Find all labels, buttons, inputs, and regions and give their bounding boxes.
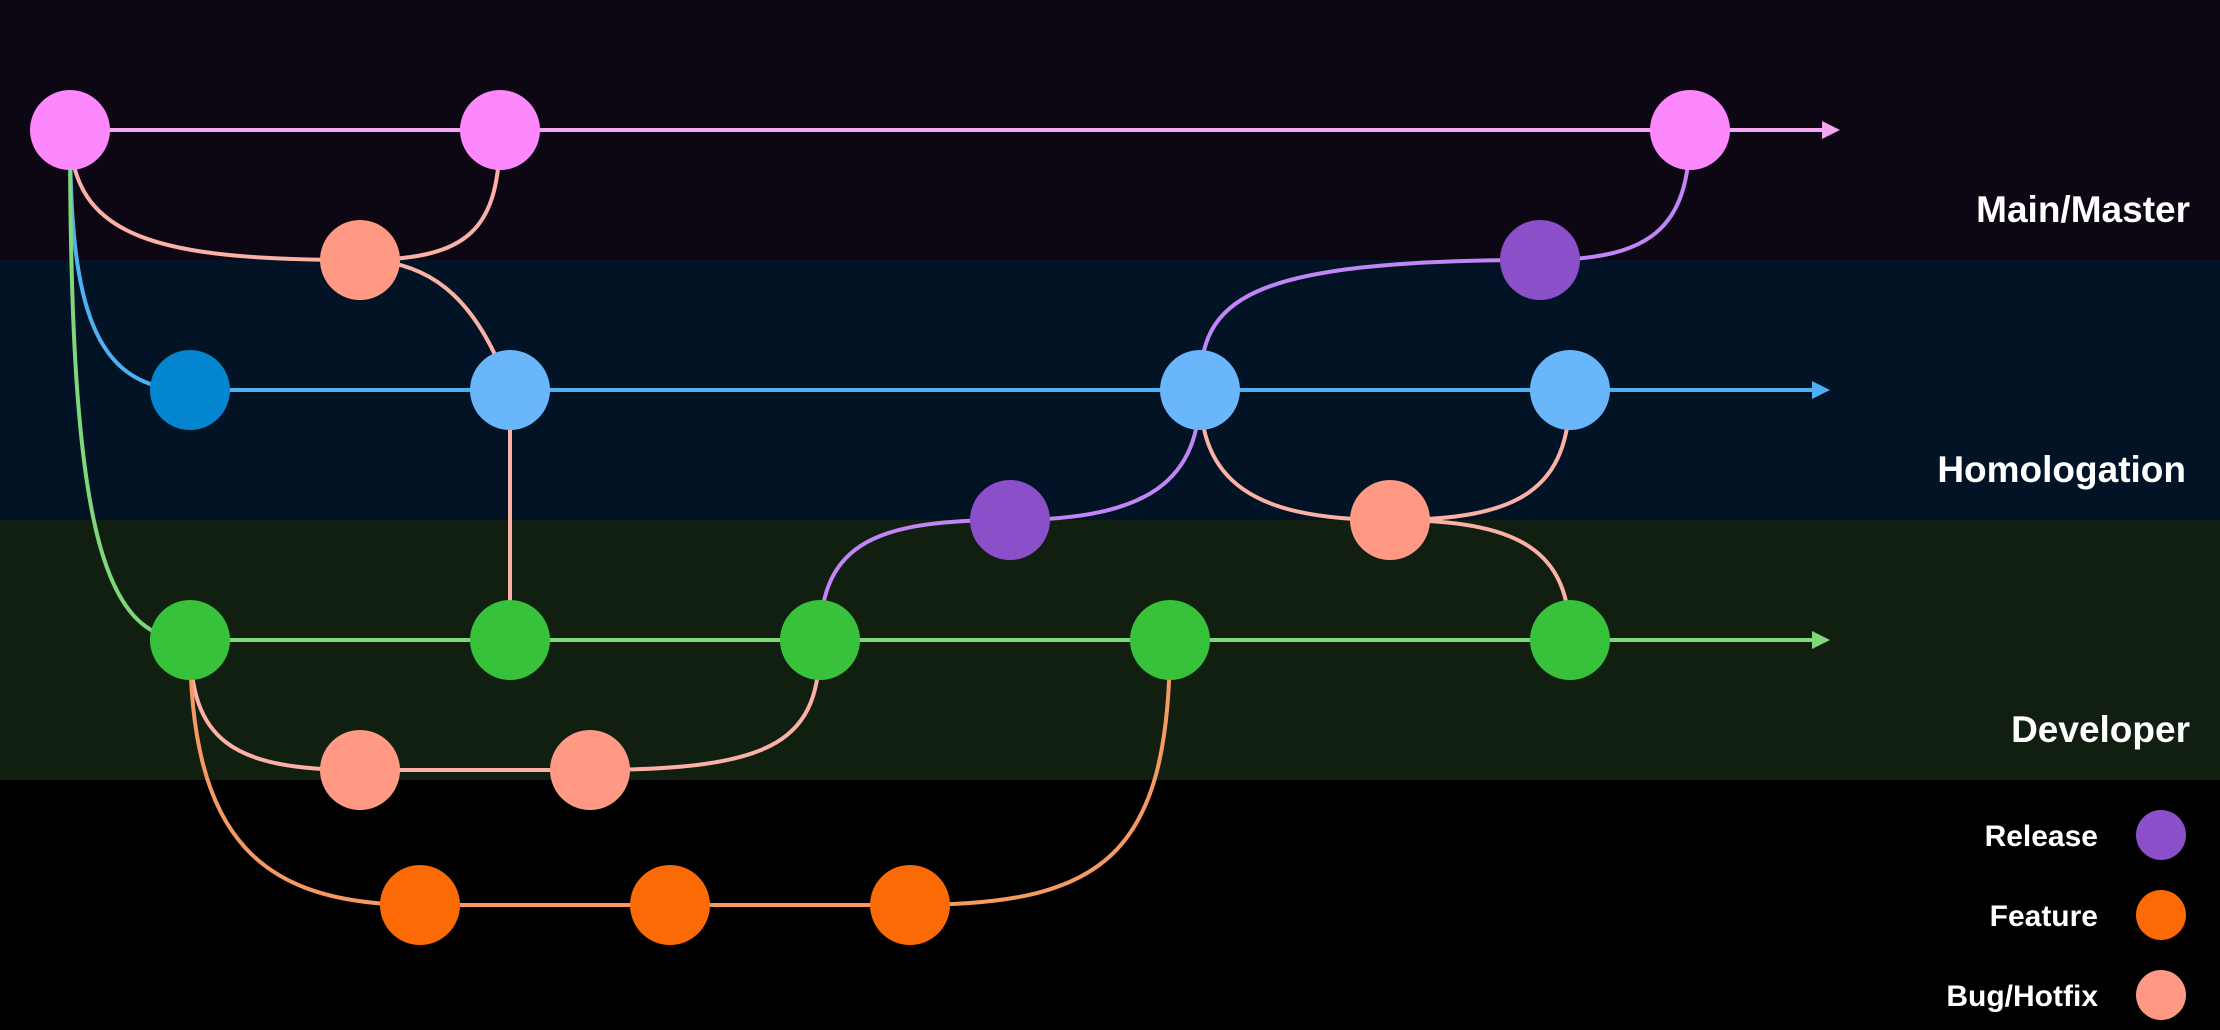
bugfix-commit-node: [550, 730, 630, 810]
developer-commit-node: [780, 600, 860, 680]
commit-nodes: [30, 90, 1730, 945]
hotfix-branch-curve: [68, 128, 362, 262]
legend-release-swatch: [2136, 810, 2186, 860]
developer-commit-node: [1530, 600, 1610, 680]
main-branch-arrowhead: [1822, 121, 1840, 139]
feature-commit-node: [870, 865, 950, 945]
legend-feature-label: Feature: [1990, 900, 2098, 933]
legend-bugfix-swatch: [2136, 970, 2186, 1020]
legend: Release Feature Bug/Hotfix: [1946, 810, 2186, 1020]
homologation-start-node: [150, 350, 230, 430]
main-commit-node: [460, 90, 540, 170]
legend-feature-swatch: [2136, 890, 2186, 940]
main-commit-node: [1650, 90, 1730, 170]
developer-commit-node: [470, 600, 550, 680]
homologation-commit-node: [470, 350, 550, 430]
homologation-lane-label: Homologation: [1937, 449, 2186, 490]
bugfix-commit-node: [1350, 480, 1430, 560]
legend-bugfix-label: Bug/Hotfix: [1946, 980, 2098, 1013]
bugfix-commit-node: [320, 220, 400, 300]
main-lane-label: Main/Master: [1976, 189, 2190, 230]
release-commit-node: [970, 480, 1050, 560]
release-to-main-curve: [1198, 128, 1692, 392]
developer-branch-arrowhead: [1812, 631, 1830, 649]
homologation-commit-node: [1160, 350, 1240, 430]
release-commit-node: [1500, 220, 1580, 300]
developer-commit-node: [150, 600, 230, 680]
homologation-commit-node: [1530, 350, 1610, 430]
main-commit-node: [30, 90, 110, 170]
developer-lane-label: Developer: [2011, 709, 2190, 750]
legend-release-label: Release: [1985, 820, 2098, 853]
feature-commit-node: [630, 865, 710, 945]
developer-commit-node: [1130, 600, 1210, 680]
bugfix-commit-node: [320, 730, 400, 810]
homologation-branch-arrowhead: [1812, 381, 1830, 399]
feature-commit-node: [380, 865, 460, 945]
